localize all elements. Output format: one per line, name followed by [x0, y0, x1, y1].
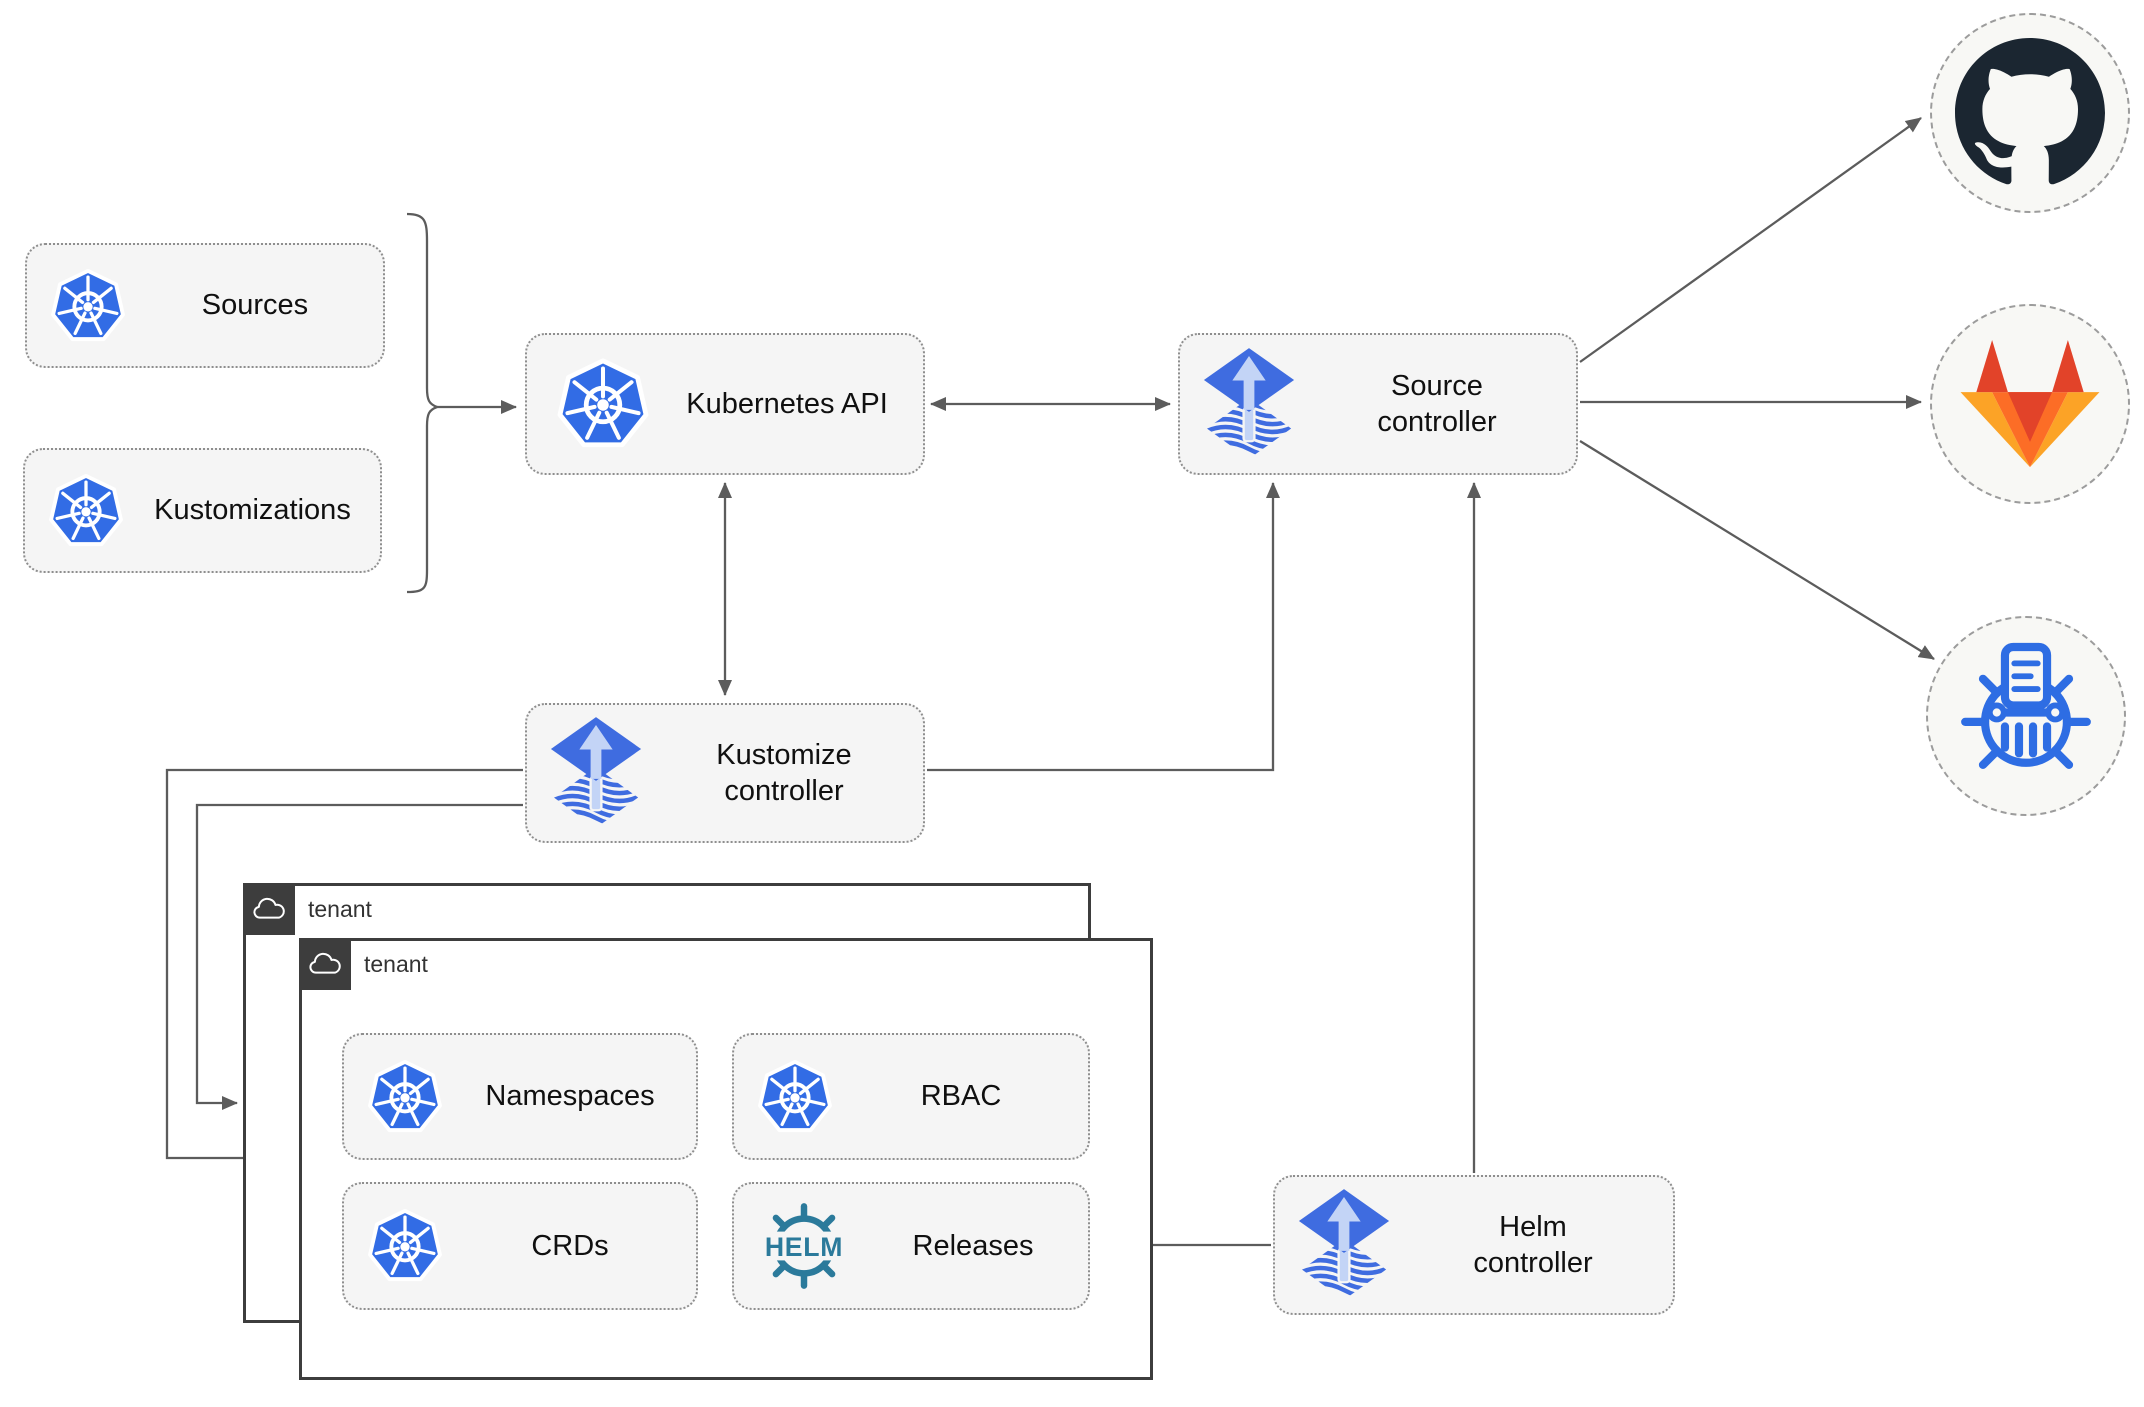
node-label: Kustomize controller	[716, 738, 852, 807]
node-releases: HELM Releases	[732, 1182, 1090, 1310]
bracket-sources-group	[406, 212, 441, 594]
node-label: Kustomizations	[154, 494, 351, 527]
node-helm-controller: Helm controller	[1273, 1175, 1675, 1315]
cloud-icon	[299, 938, 351, 990]
tenant-label: tenant	[364, 951, 428, 977]
flux-icon	[547, 716, 645, 830]
kubernetes-icon	[555, 356, 651, 452]
node-label: CRDs	[531, 1229, 609, 1262]
svg-text:HELM: HELM	[765, 1232, 843, 1262]
node-label: RBAC	[920, 1080, 1002, 1113]
external-helm-repository	[1926, 616, 2126, 816]
node-source-controller: Source controller	[1178, 333, 1578, 475]
node-namespaces: Namespaces	[342, 1033, 698, 1160]
helm-repository-icon	[1950, 640, 2102, 792]
kubernetes-icon	[49, 267, 127, 345]
node-rbac: RBAC	[732, 1033, 1090, 1160]
kubernetes-icon	[47, 472, 125, 550]
flux-icon	[1295, 1188, 1393, 1302]
external-github	[1930, 13, 2130, 213]
node-label: Namespaces	[485, 1080, 655, 1113]
edge-source-to-github	[1579, 117, 1922, 363]
node-sources: Sources	[25, 243, 385, 368]
node-label: Kubernetes API	[686, 387, 888, 420]
node-kubernetes-api: Kubernetes API	[525, 333, 925, 475]
node-kustomize-controller: Kustomize controller	[525, 703, 925, 843]
kubernetes-icon	[756, 1058, 834, 1136]
tenant-label: tenant	[308, 896, 372, 922]
flux-icon	[1200, 347, 1298, 461]
helm-icon: HELM	[750, 1200, 858, 1292]
node-label: Releases	[912, 1229, 1034, 1262]
node-kustomizations: Kustomizations	[23, 448, 382, 573]
node-label: Source controller	[1377, 369, 1497, 438]
node-crds: CRDs	[342, 1182, 698, 1310]
kubernetes-icon	[366, 1058, 444, 1136]
edge-kustomize-to-source-controller	[927, 482, 1280, 772]
node-label: Sources	[201, 289, 309, 322]
node-label: Helm controller	[1473, 1210, 1593, 1279]
external-gitlab	[1930, 304, 2130, 504]
kubernetes-icon	[366, 1207, 444, 1285]
gitlab-icon	[1951, 329, 2109, 479]
github-icon	[1955, 38, 2105, 188]
edge-source-to-helm-repository	[1579, 440, 1935, 660]
cloud-icon	[243, 883, 295, 935]
